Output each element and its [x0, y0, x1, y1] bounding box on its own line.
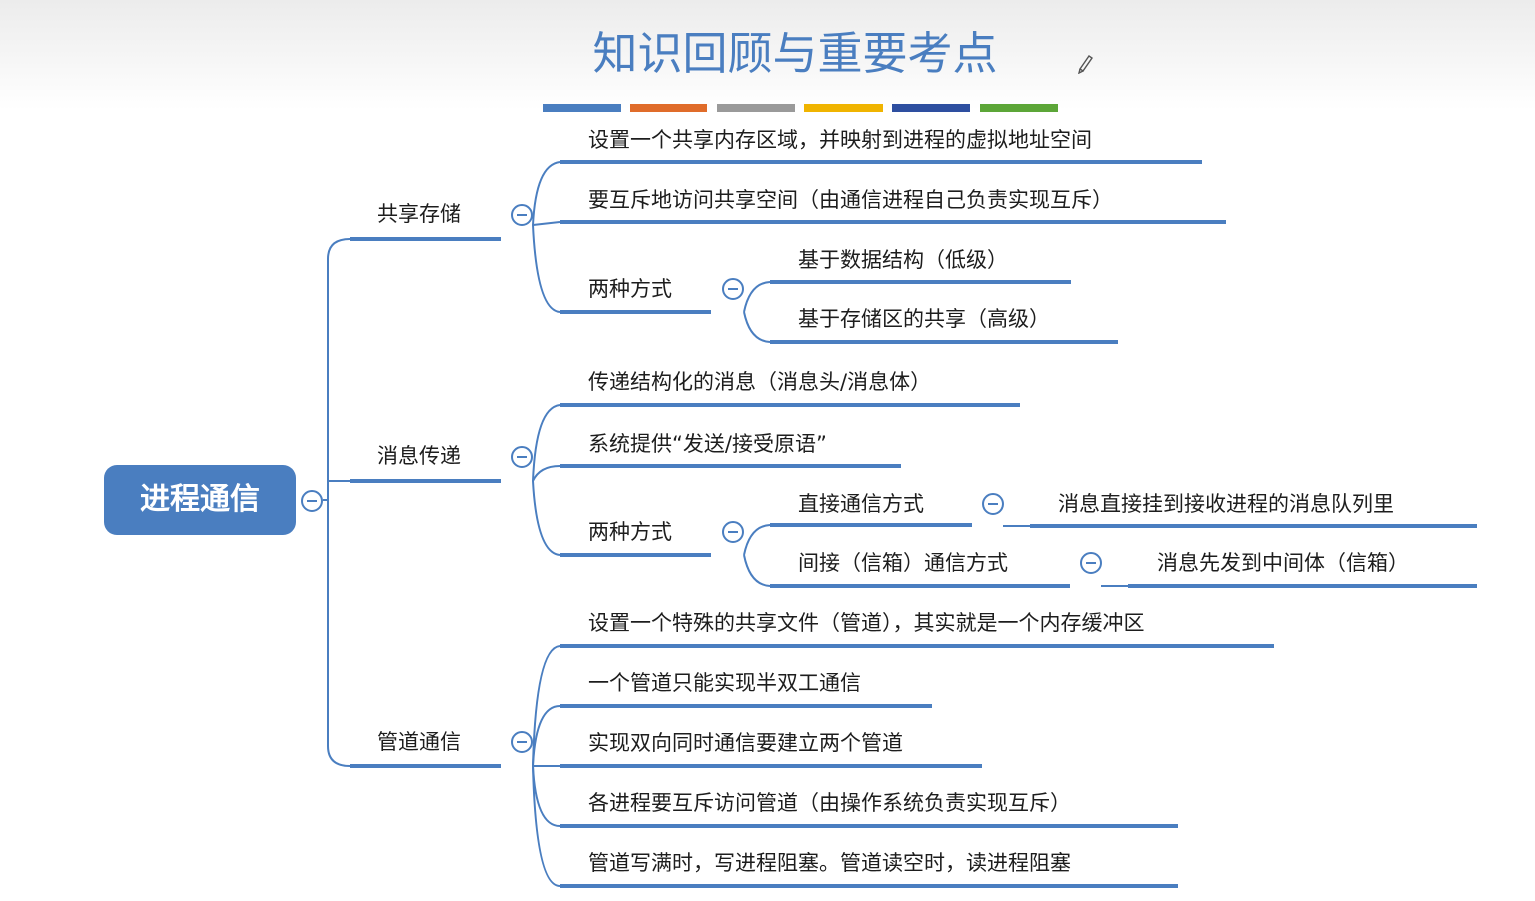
- node-message-passing[interactable]: 消息传递: [377, 444, 461, 468]
- indirect-communication-collapse-button[interactable]: [1080, 552, 1102, 574]
- shared-modes-collapse-button[interactable]: [722, 278, 744, 300]
- node-pipe-two-pipes[interactable]: 实现双向同时通信要建立两个管道: [588, 731, 903, 755]
- node-structured-message[interactable]: 传递结构化的消息（消息头/消息体）: [588, 370, 932, 394]
- message-modes-collapse-button[interactable]: [722, 521, 744, 543]
- pipe-collapse-button[interactable]: [511, 731, 533, 753]
- node-direct-detail[interactable]: 消息直接挂到接收进程的消息队列里: [1058, 492, 1394, 516]
- color-band-gray: [717, 104, 795, 112]
- slide-title: 知识回顾与重要考点: [592, 27, 998, 80]
- node-indirect-detail[interactable]: 消息先发到中间体（信箱）: [1157, 551, 1409, 575]
- root-collapse-button[interactable]: [301, 490, 323, 512]
- shared-storage-collapse-button[interactable]: [511, 204, 533, 226]
- root-node-process-communication[interactable]: 进程通信: [104, 465, 296, 535]
- slide-header-background: [0, 0, 1535, 110]
- node-pipe-half-duplex[interactable]: 一个管道只能实现半双工通信: [588, 671, 861, 695]
- node-shared-storage[interactable]: 共享存储: [377, 202, 461, 226]
- color-band-blue: [543, 104, 621, 112]
- color-band-navy: [892, 104, 970, 112]
- node-storage-area-based[interactable]: 基于存储区的共享（高级）: [798, 307, 1050, 331]
- color-band-green: [980, 104, 1058, 112]
- node-pipe-shared-file[interactable]: 设置一个特殊的共享文件（管道），其实就是一个内存缓冲区: [588, 611, 1145, 635]
- node-indirect-communication[interactable]: 间接（信箱）通信方式: [798, 551, 1008, 575]
- node-send-receive-primitives[interactable]: 系统提供“发送/接受原语”: [588, 432, 827, 456]
- node-shared-memory-region[interactable]: 设置一个共享内存区域，并映射到进程的虚拟地址空间: [588, 128, 1092, 152]
- color-band-yellow: [804, 104, 883, 112]
- node-shared-two-modes[interactable]: 两种方式: [588, 277, 672, 301]
- node-pipe-blocking[interactable]: 管道写满时，写进程阻塞。管道读空时，读进程阻塞: [588, 851, 1071, 875]
- node-mutex-access-shared-space[interactable]: 要互斥地访问共享空间（由通信进程自己负责实现互斥）: [588, 188, 1113, 212]
- node-direct-communication[interactable]: 直接通信方式: [798, 492, 924, 516]
- node-data-structure-based[interactable]: 基于数据结构（低级）: [798, 248, 1008, 272]
- node-message-two-modes[interactable]: 两种方式: [588, 520, 672, 544]
- node-pipe-communication[interactable]: 管道通信: [377, 730, 461, 754]
- color-band-orange: [630, 104, 707, 112]
- node-pipe-mutex-access[interactable]: 各进程要互斥访问管道（由操作系统负责实现互斥）: [588, 791, 1071, 815]
- message-passing-collapse-button[interactable]: [511, 446, 533, 468]
- direct-communication-collapse-button[interactable]: [982, 493, 1004, 515]
- pencil-icon[interactable]: [1076, 52, 1094, 74]
